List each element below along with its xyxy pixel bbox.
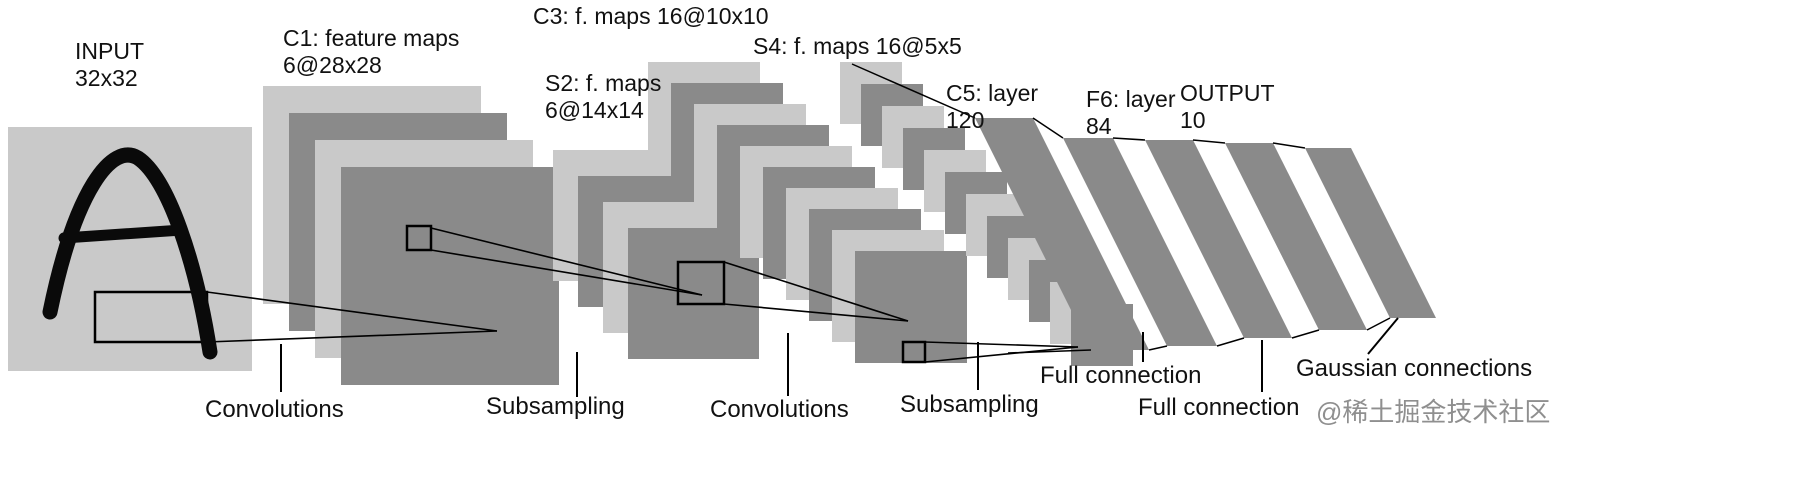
convolutions-label-1: Convolutions <box>205 396 344 423</box>
output-label: OUTPUT 10 <box>1180 80 1275 134</box>
gaussian-connections-label: Gaussian connections <box>1296 355 1533 382</box>
input-image-plane <box>8 127 252 371</box>
convolutions-label-2: Convolutions <box>710 396 849 423</box>
s4-feature-map <box>1071 304 1133 366</box>
subsampling-label-1: Subsampling <box>486 393 625 420</box>
c1-feature-map <box>341 167 559 385</box>
c5-label: C5: layer 120 <box>946 80 1039 134</box>
s2-label: S2: f. maps 6@14x14 <box>545 70 662 124</box>
full-connection-label-1: Full connection <box>1040 362 1202 389</box>
input-label: INPUT 32x32 <box>75 38 144 92</box>
c1-label: C1: feature maps 6@28x28 <box>283 25 460 79</box>
s4-label: S4: f. maps 16@5x5 <box>753 33 962 59</box>
c3-feature-map <box>855 251 967 363</box>
watermark: @稀土掘金技术社区 <box>1316 397 1551 427</box>
subsampling-label-2: Subsampling <box>900 391 1039 418</box>
full-connection-label-2: Full connection <box>1138 394 1300 421</box>
f6-label: F6: layer 84 <box>1086 86 1176 140</box>
c3-label: C3: f. maps 16@10x10 <box>533 3 769 29</box>
